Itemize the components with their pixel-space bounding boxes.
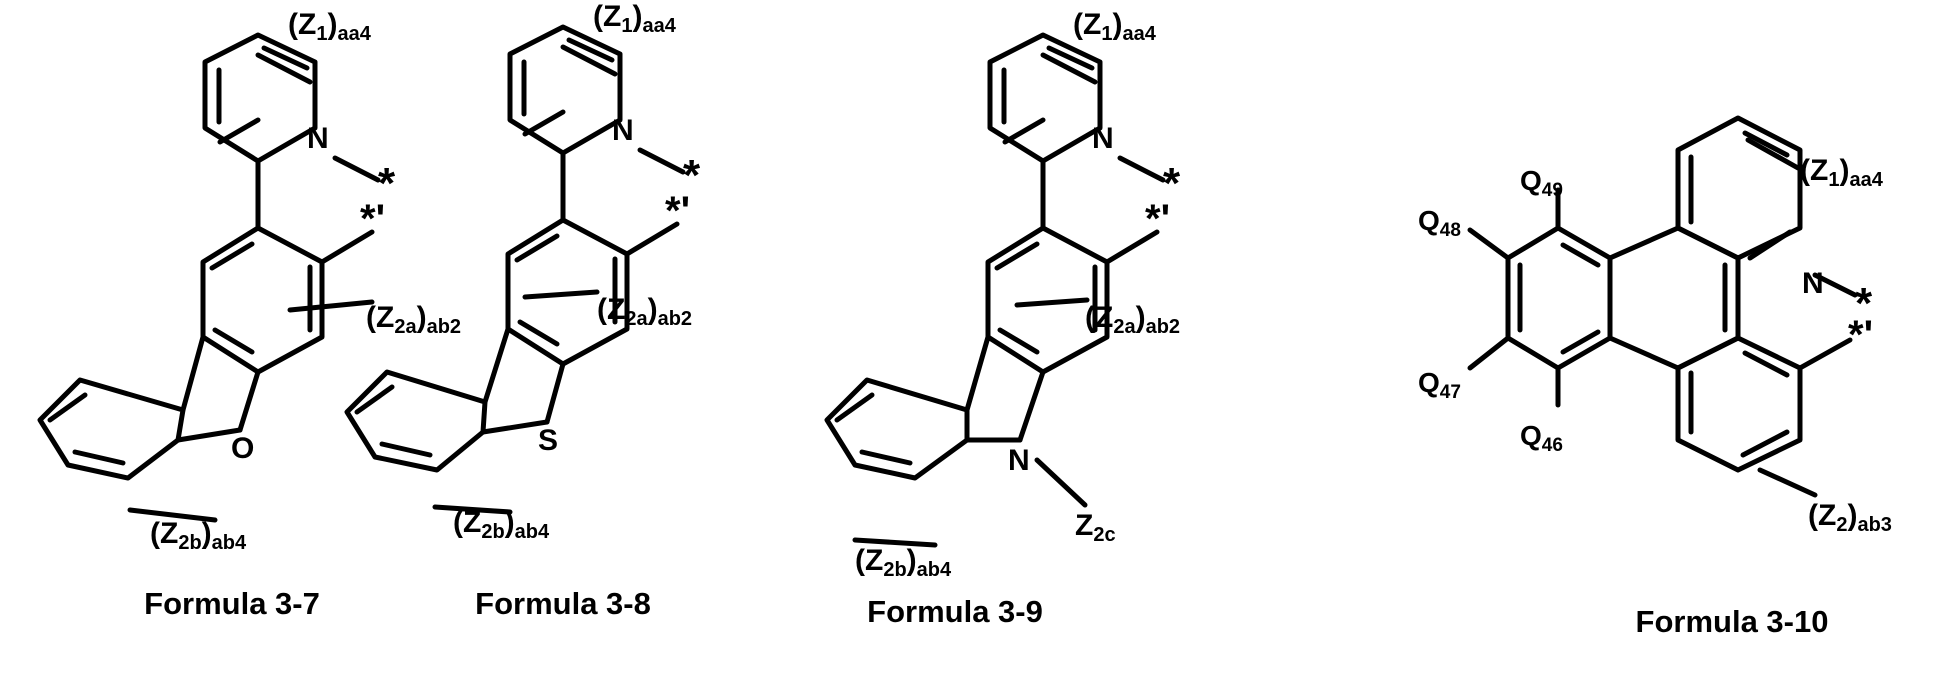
formula-3-10: N * *' Q49 Q48 Q47 Q46 (Z1)aa4 (Z2)ab3 F… [1418, 118, 1892, 639]
q49-label: Q49 [1520, 165, 1563, 201]
pyridine-ring [1678, 118, 1800, 258]
z1-group-label: (Z1)aa4 [1800, 154, 1884, 191]
star-prime-label: *' [1145, 197, 1170, 241]
q48-label: Q48 [1418, 205, 1461, 241]
z2a-substituent-bond [290, 302, 372, 310]
furan-ring [178, 337, 258, 440]
z1-group-label: (Z1)aa4 [288, 8, 372, 45]
nitrogen-label: N [612, 114, 634, 147]
z2b-group-label: (Z2b)ab4 [855, 544, 952, 581]
pyrrole-ring [967, 337, 1043, 440]
formula-3-8: N * *' S (Z1)aa4 (Z2a)ab2 (Z2b)ab4 Formu… [347, 0, 701, 621]
nitrogen-label: N [1802, 267, 1824, 300]
z1-group-label: (Z1)aa4 [593, 0, 677, 37]
formula-caption: Formula 3-7 [144, 586, 320, 621]
formula-3-7: N * *' O (Z1)aa4 (Z2a)ab2 (Z2b)ab4 Formu… [40, 8, 461, 621]
z2a-group-label: (Z2a)ab2 [1085, 301, 1180, 338]
benzo-ring [203, 228, 322, 372]
z2b-group-label: (Z2b)ab4 [150, 517, 247, 554]
heteroatom-label: S [538, 424, 558, 457]
q47-label: Q47 [1418, 367, 1461, 403]
thiophene-ring [483, 329, 563, 432]
heteroatom-label: N [1008, 444, 1030, 477]
z1-group-label: (Z1)aa4 [1073, 8, 1157, 45]
outer-benzo-ring [347, 372, 485, 470]
left-ring [1508, 228, 1610, 368]
z2-substituent-bond [1760, 470, 1815, 495]
q47-bond [1470, 338, 1508, 368]
q46-label: Q46 [1520, 420, 1563, 456]
z2a-group-label: (Z2a)ab2 [366, 301, 461, 338]
star-prime-label: *' [665, 189, 690, 233]
formula-caption: Formula 3-10 [1636, 604, 1829, 639]
star-prime-label: *' [360, 197, 385, 241]
z2a-group-label: (Z2a)ab2 [597, 293, 692, 330]
outer-benzo-ring [40, 380, 183, 478]
n-star-bond [640, 150, 683, 172]
lower-right-ring [1678, 338, 1800, 470]
z2a-substituent-bond [525, 292, 597, 297]
outer-benzo-ring [827, 380, 967, 478]
n-z2c-bond [1037, 460, 1085, 505]
q48-bond [1470, 230, 1508, 258]
formula-caption: Formula 3-9 [867, 594, 1043, 629]
star-prime-label: *' [1848, 313, 1873, 357]
n-star-bond [1120, 158, 1163, 180]
heteroatom-label: O [231, 432, 254, 465]
formula-3-9: N * *' N (Z1)aa4 (Z2a)ab2 (Z2b)ab4 Z2c F… [827, 8, 1181, 629]
nitrogen-label: N [307, 122, 329, 155]
z2a-substituent-bond [1017, 300, 1087, 305]
z2-group-label: (Z2)ab3 [1808, 499, 1892, 536]
formula-caption: Formula 3-8 [475, 586, 651, 621]
star-prime-bond [1800, 340, 1850, 368]
n-star-bond [335, 158, 378, 180]
nitrogen-label: N [1092, 122, 1114, 155]
z2c-group-label: Z2c [1075, 509, 1116, 546]
